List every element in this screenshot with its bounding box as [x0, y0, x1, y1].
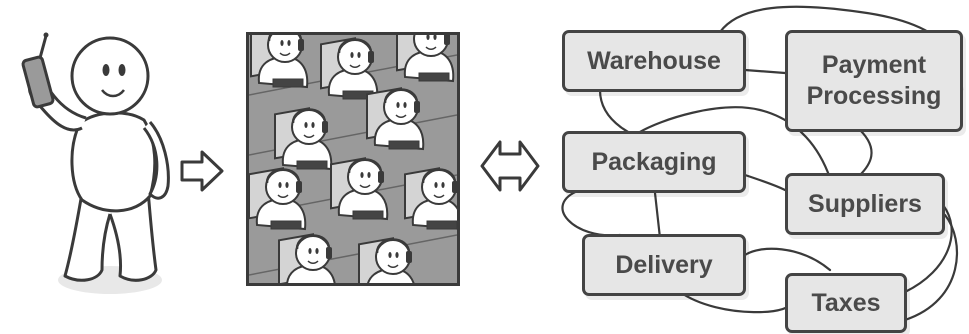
call-center-panel [246, 32, 460, 286]
call-center-operators-icon [249, 35, 457, 283]
suppliers-label: Suppliers [808, 189, 922, 218]
packaging-label: Packaging [591, 147, 717, 176]
subsystem-packaging: Packaging [562, 131, 746, 193]
subsystem-warehouse: Warehouse [562, 30, 746, 92]
double-arrow-icon [480, 140, 540, 192]
warehouse-label: Warehouse [587, 46, 721, 75]
subsystem-suppliers: Suppliers [785, 173, 945, 235]
subsystem-delivery: Delivery [582, 234, 746, 296]
taxes-label: Taxes [811, 288, 881, 317]
subsystem-payment-processing: Payment Processing [785, 30, 963, 132]
customer-figure-icon [21, 32, 170, 294]
subsystem-taxes: Taxes [785, 273, 907, 333]
mobile-phone-icon [21, 32, 55, 109]
delivery-label: Delivery [615, 250, 713, 279]
payment-processing-label: Payment Processing [806, 51, 942, 110]
arrow-right-icon [180, 150, 224, 192]
